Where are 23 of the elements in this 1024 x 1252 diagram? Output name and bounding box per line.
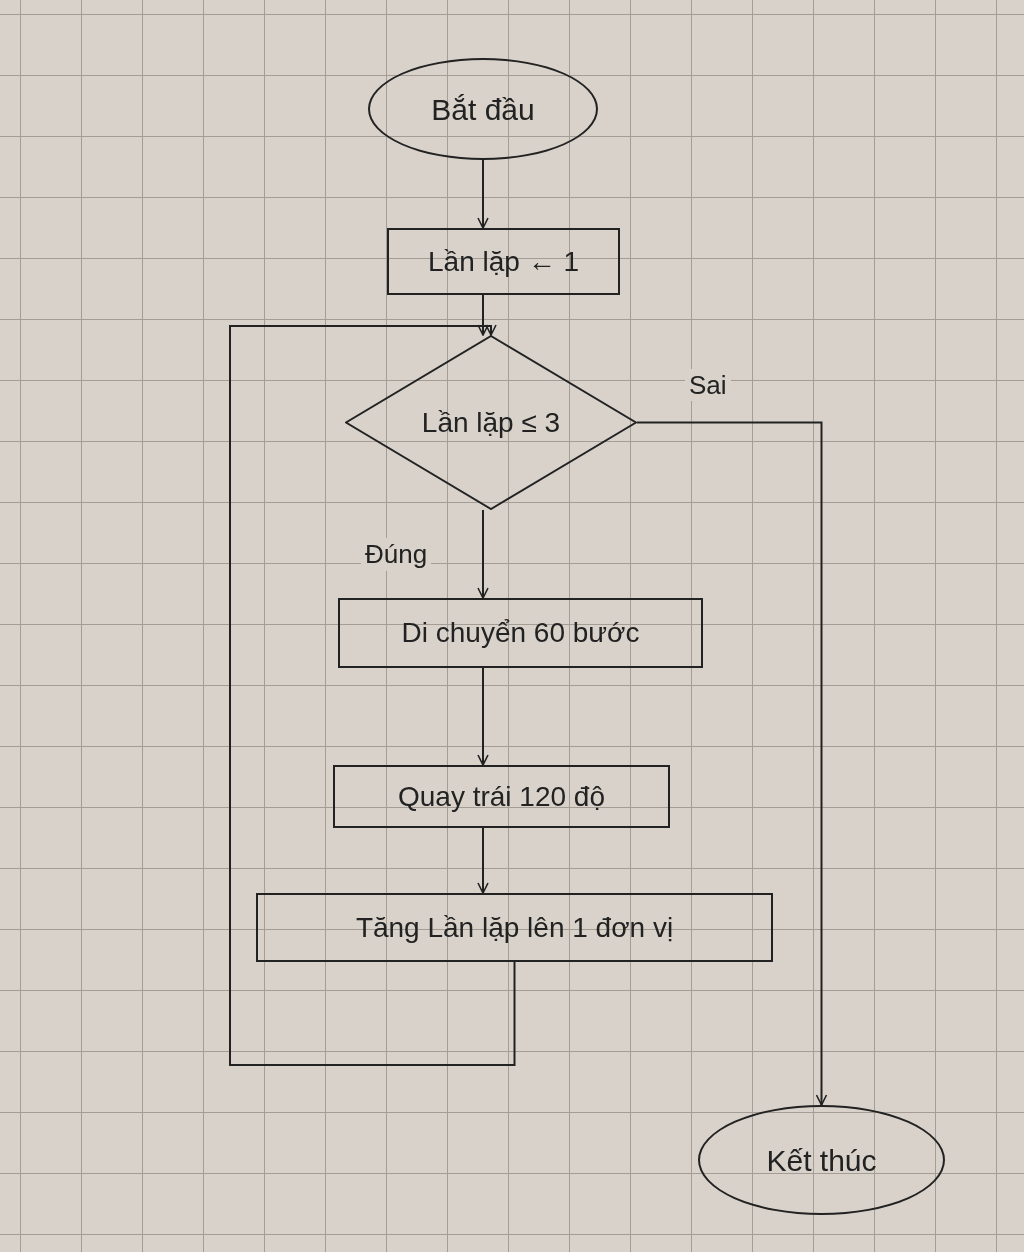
arrow (477, 509, 489, 599)
process-box (256, 893, 773, 962)
node-label: Quay trái 120 độ (398, 779, 605, 814)
terminal-oval (368, 58, 598, 160)
arrow (477, 294, 489, 336)
node-label: Lần lặp ← 1 (428, 244, 579, 279)
arrow (477, 667, 489, 766)
arrow (636, 421, 828, 1106)
edge-label: Đúng (361, 538, 432, 571)
node-label: Tăng Lần lặp lên 1 đơn vị (355, 910, 674, 945)
arrow (229, 324, 516, 1066)
node-label: Lần lặp ≤ 3 (421, 405, 561, 440)
arrow (477, 159, 489, 229)
process-box (387, 228, 620, 295)
decision-diamond (345, 335, 637, 510)
node-label: Di chuyển 60 bước (401, 616, 640, 650)
edge-label: Sai (685, 368, 731, 401)
node-label: Bắt đầu (431, 91, 535, 128)
terminal-oval (698, 1105, 945, 1215)
arrow (477, 827, 489, 894)
process-box (338, 598, 703, 668)
node-label: Kết thúc (766, 1142, 877, 1179)
process-box (333, 765, 670, 828)
